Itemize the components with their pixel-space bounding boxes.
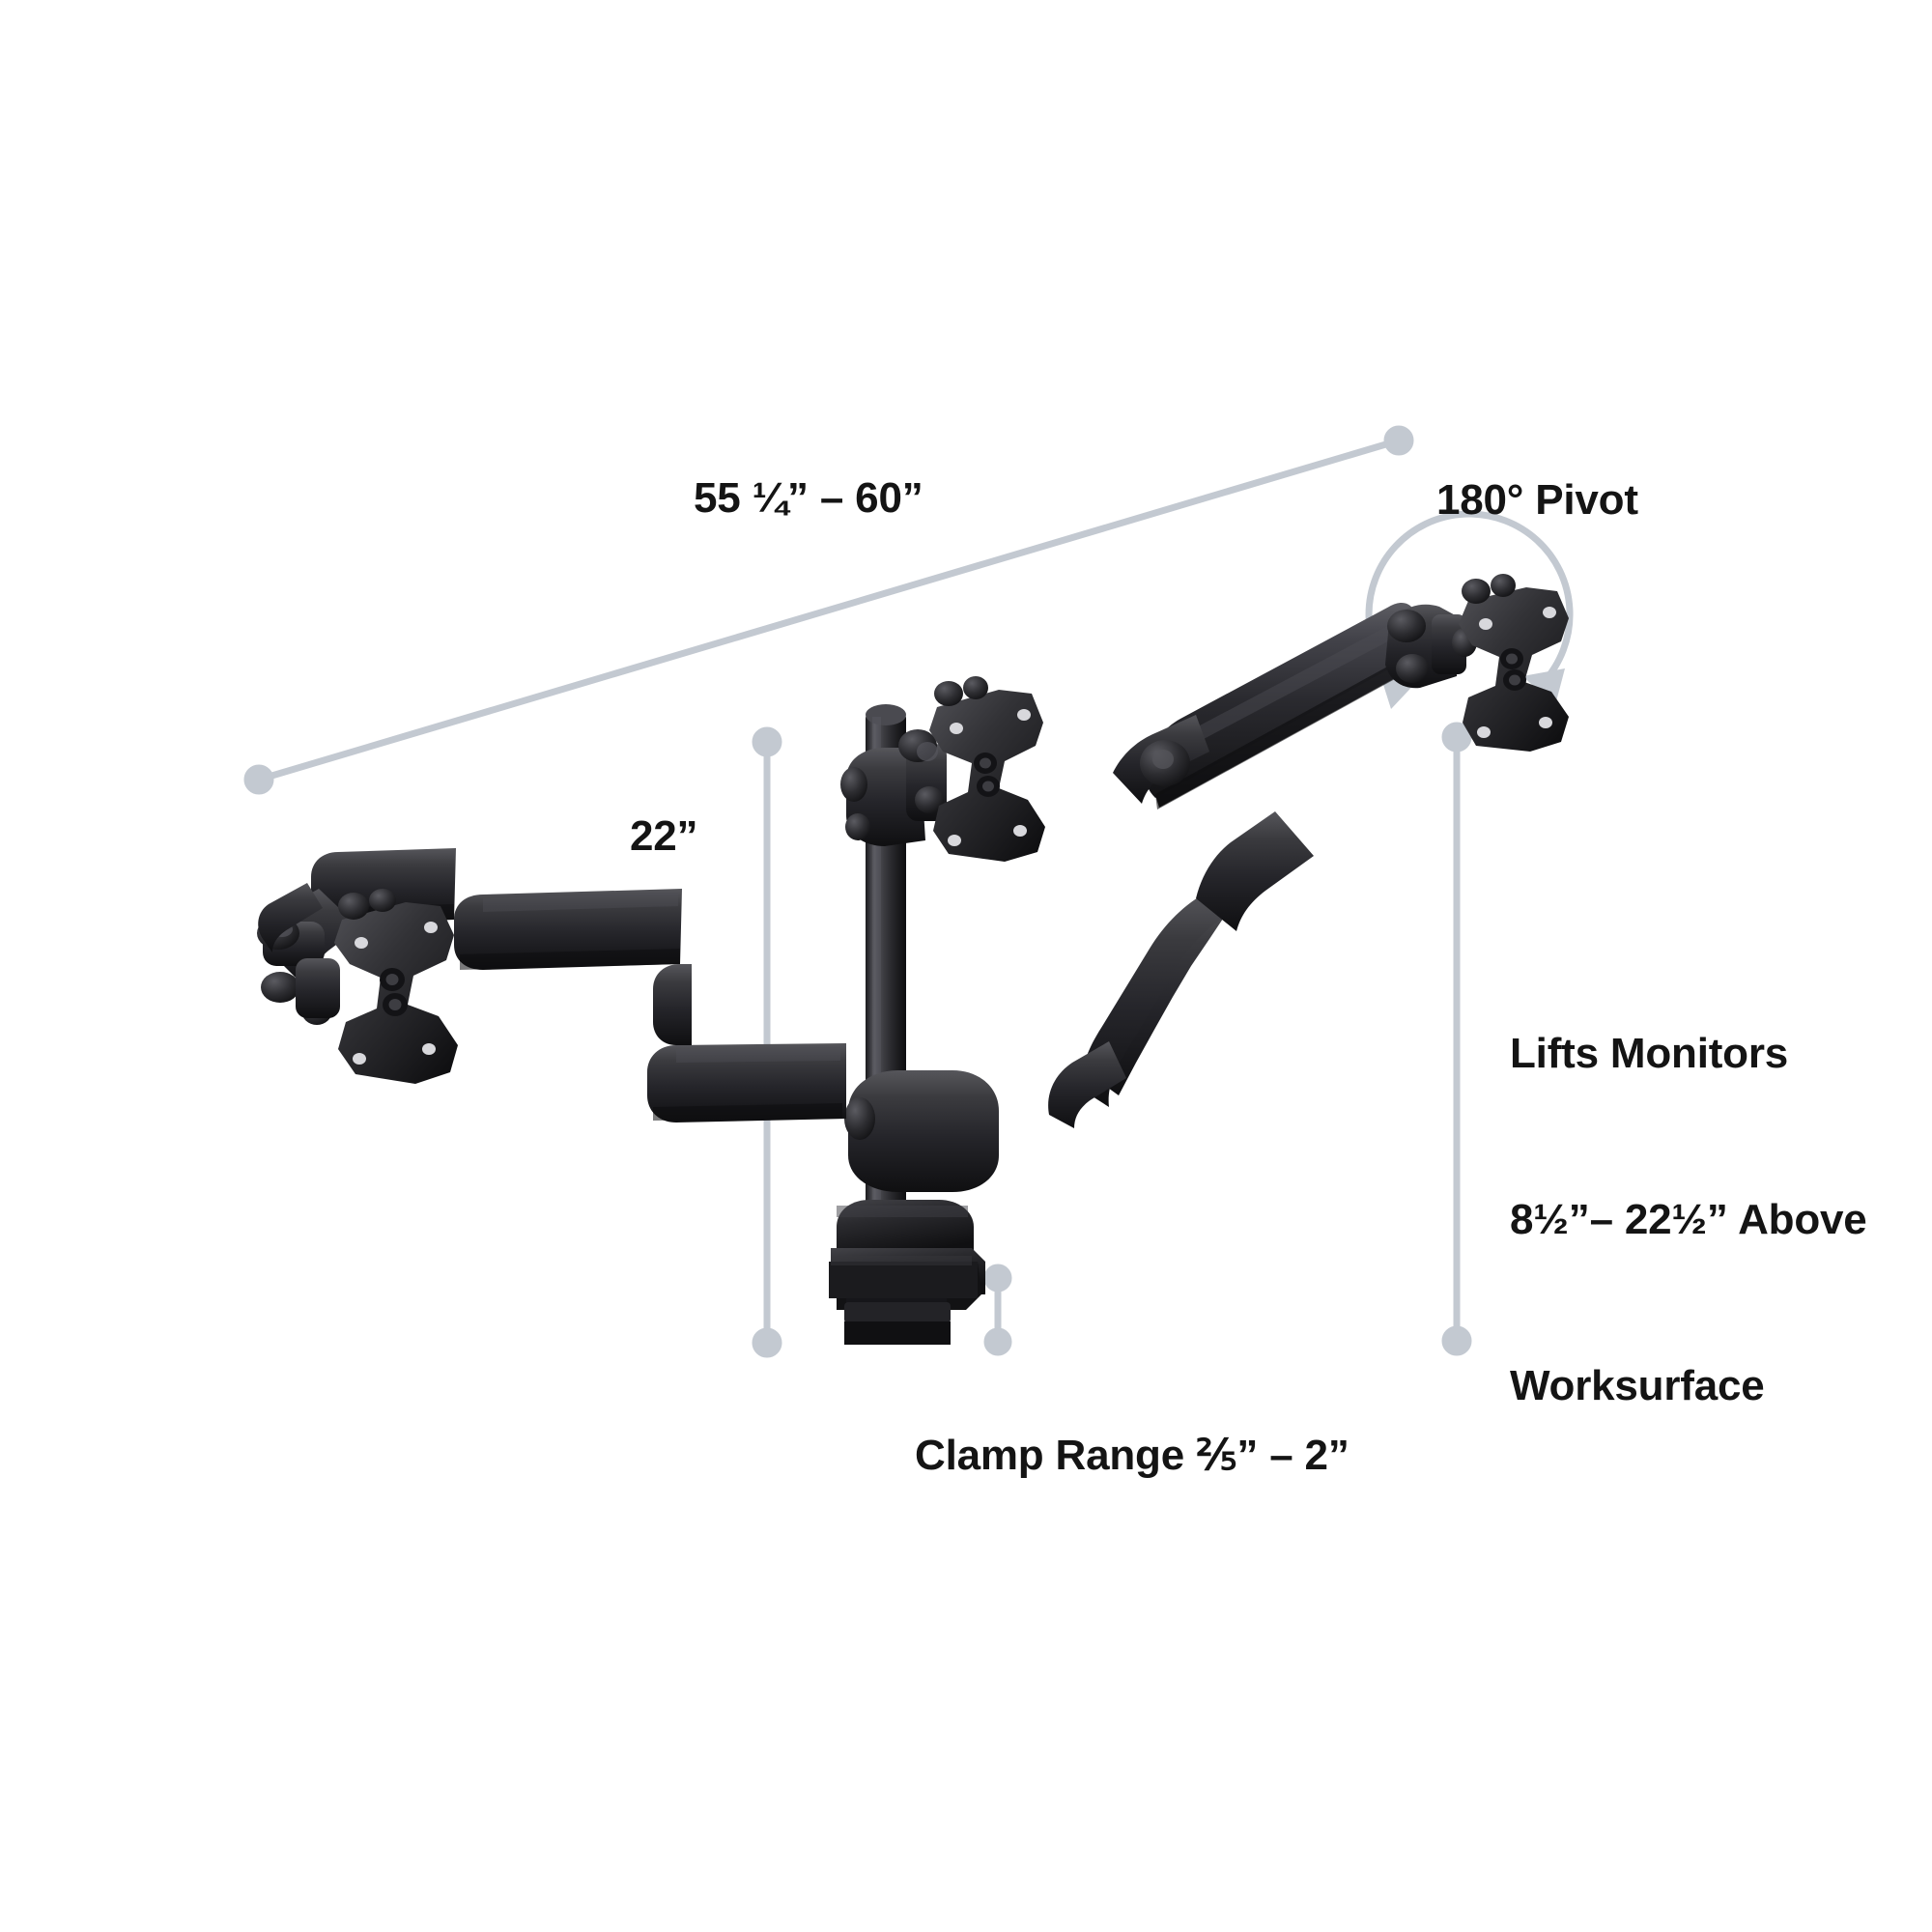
pivot-rotation-label: 180° Pivot bbox=[1436, 476, 1638, 524]
articulating-arm-left bbox=[311, 848, 999, 1192]
lift-height-label: Lifts Monitors 8½”– 22½” Above Worksurfa… bbox=[1510, 916, 1867, 1523]
vesa-plate-left bbox=[257, 883, 458, 1084]
overall-width-dimension-line bbox=[243, 425, 1414, 795]
clamp-range-dimension-line bbox=[983, 1264, 1012, 1356]
lift-height-label-line-2: 8½”– 22½” Above bbox=[1510, 1195, 1867, 1243]
overall-height-dimension-line bbox=[752, 726, 782, 1358]
dimension-lines bbox=[243, 425, 1574, 1358]
overall-width-dimension-label: 55 ¼” – 60” bbox=[694, 474, 923, 522]
vesa-plate-center bbox=[840, 676, 1045, 862]
lift-height-label-line-3: Worksurface bbox=[1510, 1361, 1765, 1409]
vesa-plate-right bbox=[1385, 574, 1569, 752]
c-clamp-base bbox=[829, 1200, 985, 1345]
lift-height-label-line-1: Lifts Monitors bbox=[1510, 1030, 1789, 1078]
overall-height-dimension-label: 22” bbox=[630, 812, 698, 860]
lift-height-dimension-line bbox=[1441, 722, 1472, 1356]
clamp-range-label: Clamp Range ⅖” – 2” bbox=[915, 1432, 1350, 1479]
gas-spring-arm-right bbox=[1048, 603, 1418, 1128]
